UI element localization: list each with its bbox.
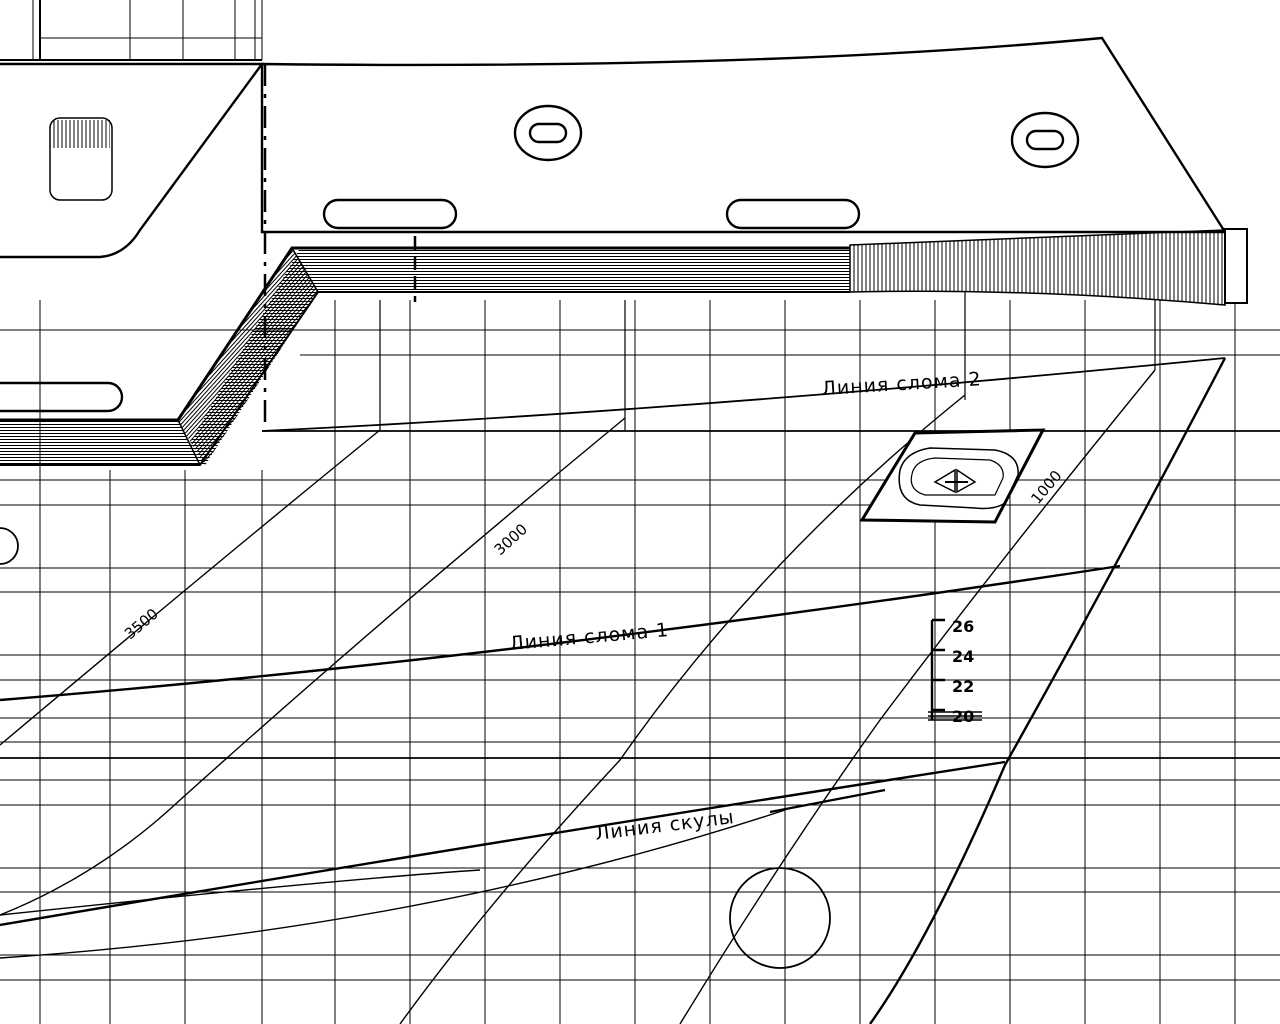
bow-fender xyxy=(849,228,1248,306)
grid xyxy=(0,300,1280,1024)
draft-mark-22: 22 xyxy=(952,677,974,696)
section-lines xyxy=(0,369,1156,1024)
dimension-label-3500: 3500 xyxy=(121,605,162,643)
chine-line-mark xyxy=(769,788,886,814)
anchor-recess xyxy=(859,428,1046,524)
bow-stem xyxy=(869,357,1227,1024)
deckhouse-window xyxy=(49,117,113,201)
break-line-1-label: Линия слома 1 xyxy=(509,619,671,655)
draft-mark-24: 24 xyxy=(952,647,974,666)
lower-hull-lines xyxy=(0,809,786,959)
superstructure xyxy=(0,0,263,61)
dimension-label-3000: 3000 xyxy=(491,520,531,559)
chine-line-label: Линия скулы xyxy=(594,806,736,845)
circles xyxy=(0,527,831,969)
freeing-ports xyxy=(0,198,861,413)
deck-stripe xyxy=(0,246,850,466)
reference-lines xyxy=(0,430,1280,759)
draft-mark-26: 26 xyxy=(952,617,974,636)
chine-line xyxy=(0,760,1006,927)
break-line-1 xyxy=(0,564,1121,702)
break-line-2 xyxy=(261,357,1226,432)
deckhouse-outline xyxy=(0,62,265,259)
bulwark-outline xyxy=(260,36,1228,234)
frame-ticks xyxy=(379,292,1156,430)
draft-marks: 26 24 22 20 xyxy=(928,617,982,726)
hawse-pipes xyxy=(513,104,1080,169)
break-line-2-label: Линия слома 2 xyxy=(821,368,982,400)
